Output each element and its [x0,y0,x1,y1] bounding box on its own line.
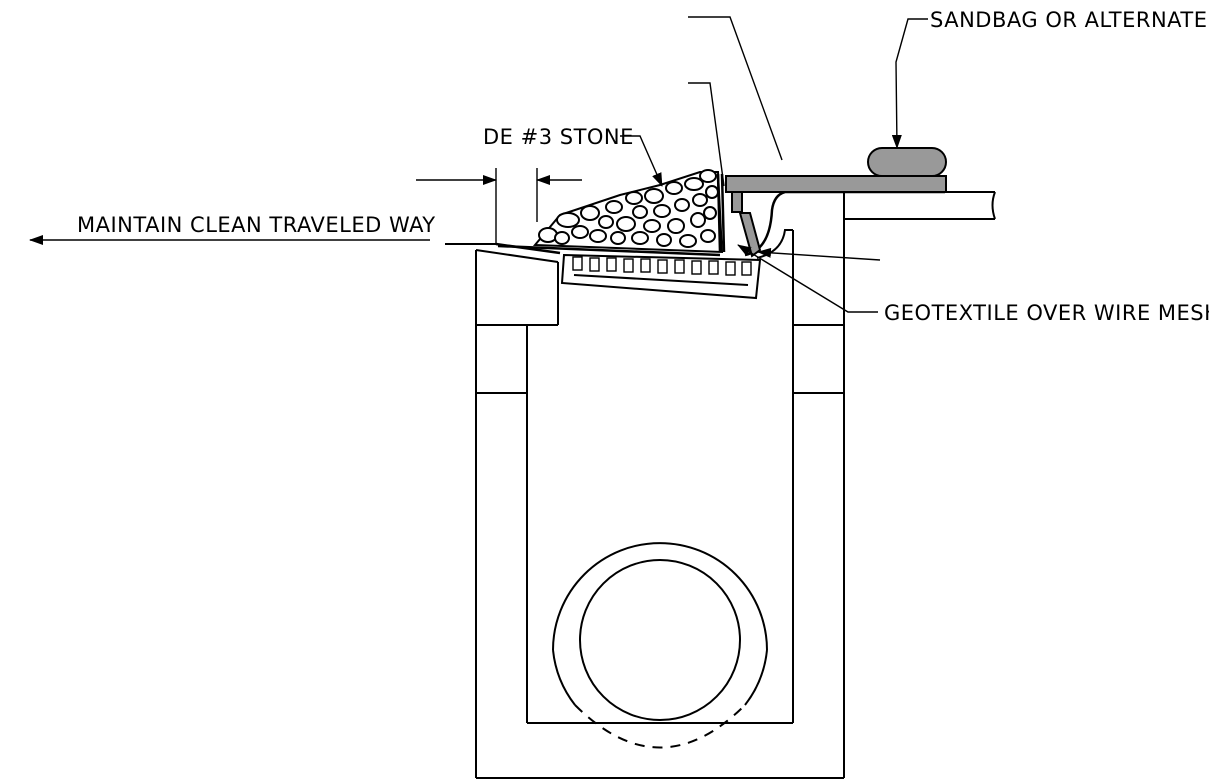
grate-bars [572,256,752,276]
sandbag-label: SANDBAG OR ALTERNATE [930,8,1208,32]
inlet-structure [475,192,845,779]
sandbag [867,147,947,177]
barrier-board [725,175,947,258]
stone-pile [532,169,724,254]
geotextile-label: GEOTEXTILE OVER WIRE MESH [884,301,1209,325]
stones [538,169,719,248]
width-dimension [416,168,582,244]
callout-leaders [29,16,928,313]
stone-label: DE #3 STONE [483,125,634,149]
traveled-way-label: MAINTAIN CLEAN TRAVELED WAY [77,213,436,237]
outlet-pipe [552,542,768,749]
inlet-grate [560,253,762,300]
